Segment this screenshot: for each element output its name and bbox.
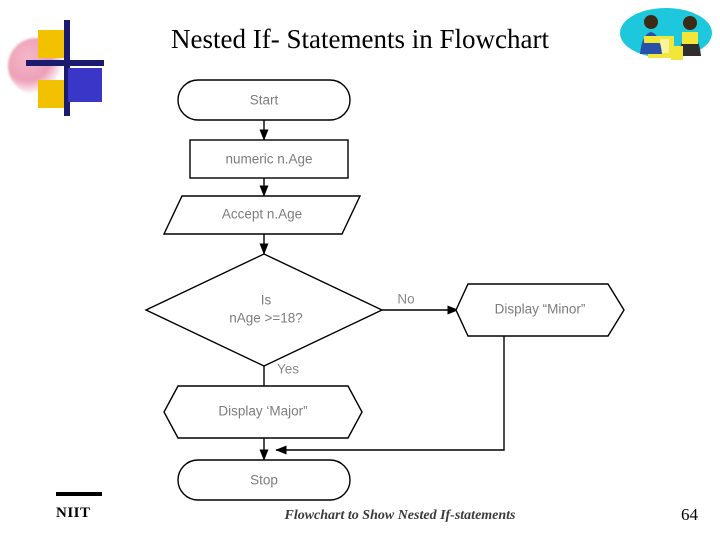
edge-label-no: No (397, 292, 414, 307)
blue-square (68, 68, 102, 102)
node-display-minor-label: Display “Minor” (495, 302, 586, 317)
node-stop-label: Stop (250, 473, 278, 488)
node-start-label: Start (250, 93, 279, 108)
node-condition: Is nAge >=18? (144, 253, 384, 367)
node-display-major: Display ‘Major” (163, 385, 363, 439)
page-number: 64 (681, 505, 698, 524)
decorative-logo-blocks (8, 8, 112, 116)
node-display-minor: Display “Minor” (455, 283, 625, 337)
edge-minor-to-stop (275, 336, 505, 455)
vertical-bar (64, 20, 70, 116)
node-condition-label-line1: Is (261, 293, 272, 308)
page-title: Nested If- Statements in Flowchart (171, 24, 549, 54)
yellow-square-top (38, 30, 66, 58)
node-accept: Accept n.Age (162, 195, 362, 235)
node-condition-label-line2: nAge >=18? (229, 311, 303, 326)
footer-brand: NIIT (56, 505, 91, 521)
node-stop: Stop (177, 459, 351, 501)
yellow-square-bottom (38, 80, 66, 108)
node-accept-label: Accept n.Age (222, 207, 302, 222)
node-display-major-label: Display ‘Major” (218, 404, 307, 419)
node-declare: numeric n.Age (189, 139, 349, 179)
node-start: Start (177, 79, 351, 121)
people-clipart (618, 6, 714, 68)
footer-caption: Flowchart to Show Nested If-statements (284, 508, 516, 523)
footer-rule (56, 492, 102, 496)
edge-label-yes: Yes (277, 362, 299, 377)
node-declare-label: numeric n.Age (225, 152, 312, 167)
flowchart-canvas: Start numeric n.Age Accept n.Age Is nAge… (0, 62, 720, 502)
